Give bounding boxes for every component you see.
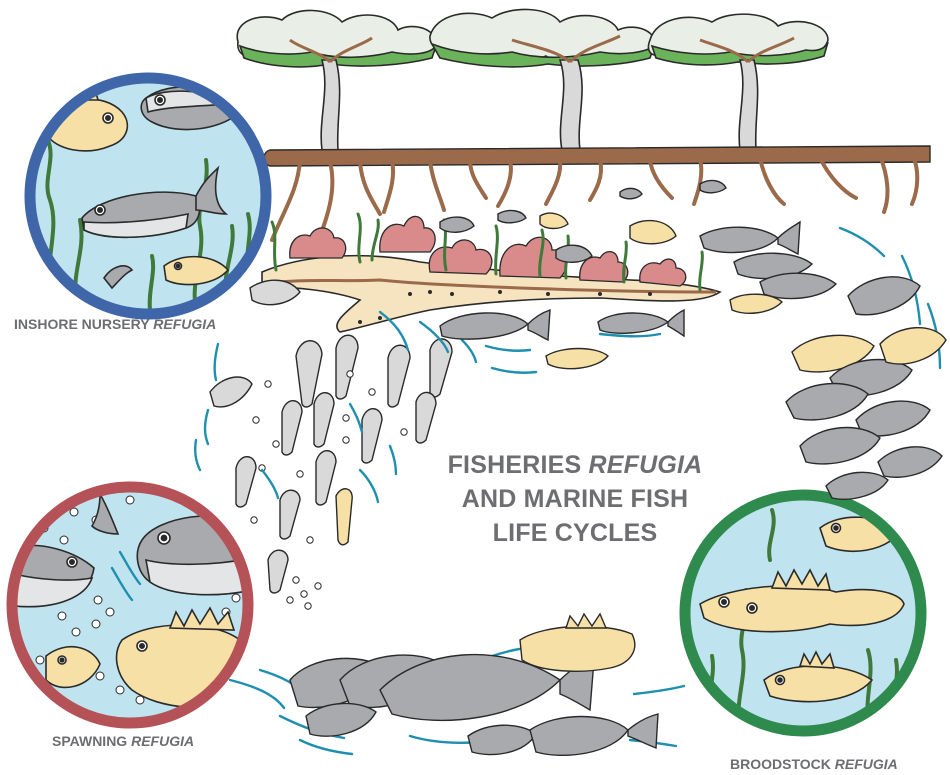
- title-line-1a: FISHERIES: [448, 451, 589, 479]
- diagram-title: FISHERIES REFUGIA AND MARINE FISH LIFE C…: [430, 448, 720, 550]
- broodstock-circle: [685, 495, 921, 731]
- adult-school-bottom: [290, 614, 658, 755]
- mangrove-trees: [237, 9, 930, 240]
- mangrove-roots: [264, 146, 930, 166]
- broodstock-caption-text: BROODSTOCK: [730, 756, 835, 772]
- spawning-circle: [12, 487, 252, 723]
- mangrove-trunks: [321, 60, 757, 150]
- adult-school-right: [786, 277, 946, 499]
- spawning-caption: SPAWNING REFUGIA: [52, 733, 194, 749]
- prop-roots: [272, 154, 917, 240]
- title-line-1b: REFUGIA: [589, 451, 703, 479]
- larvae-stream: [210, 280, 452, 593]
- inshore-nursery-circle: [27, 78, 266, 314]
- title-line-3: LIFE CYCLES: [430, 516, 720, 550]
- spawning-caption-refugia: REFUGIA: [131, 733, 194, 749]
- spawning-caption-text: SPAWNING: [52, 733, 131, 749]
- broodstock-caption-refugia: REFUGIA: [835, 756, 898, 772]
- inshore-caption-refugia: REFUGIA: [153, 316, 216, 332]
- title-line-2: AND MARINE FISH: [430, 482, 720, 516]
- inshore-caption-text: INSHORE NURSERY: [14, 316, 153, 332]
- title-line-1: FISHERIES REFUGIA: [430, 448, 720, 482]
- broodstock-caption: BROODSTOCK REFUGIA: [730, 756, 898, 772]
- inshore-nursery-caption: INSHORE NURSERY REFUGIA: [14, 316, 216, 332]
